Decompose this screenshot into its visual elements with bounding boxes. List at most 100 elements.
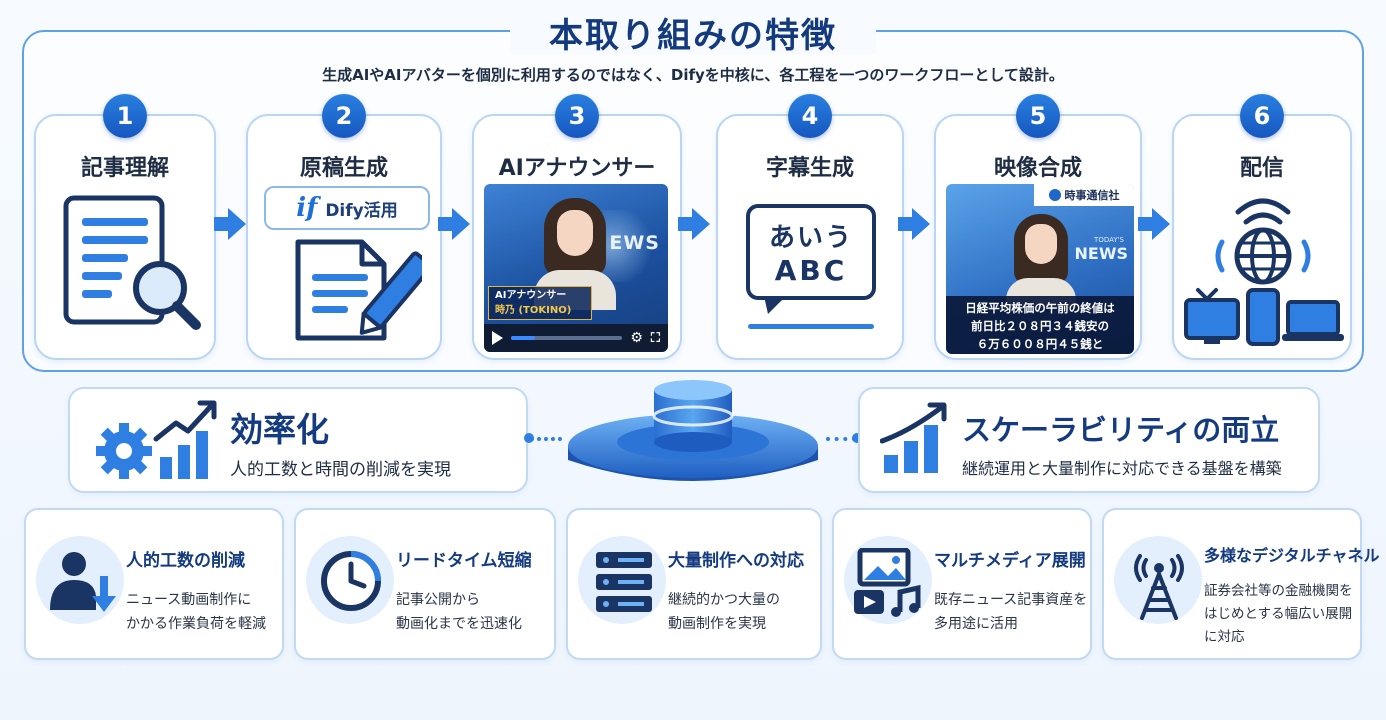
growth-chart-icon	[880, 402, 947, 473]
benefit-desc-line: に対応	[1204, 629, 1245, 645]
benefit-desc: 継続的かつ大量の 動画制作を実現	[668, 588, 780, 636]
server-stack-icon	[596, 552, 652, 612]
title-wrap: 本取り組みの特徴	[510, 10, 876, 56]
benefit-title: 大量制作への対応	[668, 551, 804, 571]
globe-devices-icon	[1184, 198, 1344, 346]
composite-announcer-avatar	[1006, 214, 1076, 308]
gear-chart-icon	[96, 400, 217, 479]
subtitle-speech-bubble-icon: あいう ABC	[746, 204, 876, 314]
benefit-desc-line: 記事公開から	[396, 592, 480, 608]
step-5-card: 5 映像合成 時事通信社 TODAY'S NEWS 日経平均株価の午前の終値は …	[934, 94, 1142, 360]
benefit-title: 人的工数の削減	[126, 551, 245, 571]
efficiency-card: 効率化 人的工数と時間の削減を実現	[68, 387, 528, 493]
benefit-desc: 証券会社等の金融機関を はじめとする幅広い展開 に対応	[1204, 580, 1353, 649]
document-magnifier-icon	[63, 195, 201, 330]
benefit-card-labor: 人的工数の削減 ニュース動画制作に かかる作業負荷を軽減	[24, 508, 284, 660]
media-icon	[854, 548, 921, 617]
benefit-card-leadtime: リードタイム短縮 記事公開から 動画化までを迅速化	[294, 508, 556, 660]
screen-todays-text: TODAY'S	[1094, 236, 1124, 244]
connector-right	[826, 437, 856, 441]
benefit-card-volume: 大量制作への対応 継続的かつ大量の 動画制作を実現	[566, 508, 822, 660]
step-4-number: 4	[788, 94, 832, 138]
fullscreen-icon[interactable]: ⛶	[650, 330, 660, 346]
screen-news-text: NEWS	[1074, 244, 1129, 263]
step-3-number: 3	[555, 94, 599, 138]
bubble-underline	[748, 324, 874, 329]
benefit-desc: ニュース動画制作に かかる作業負荷を軽減	[126, 588, 266, 636]
flow-arrow-2	[438, 208, 470, 240]
bubble-line2: ABC	[774, 254, 848, 287]
announcer-caption: AIアナウンサー 時乃 (TOKINO)	[488, 286, 592, 320]
step-2-number: 2	[322, 94, 366, 138]
step-1-number: 1	[103, 94, 147, 138]
broadcaster-logo: 時事通信社	[1034, 184, 1134, 206]
settings-gear-icon[interactable]: ⚙	[630, 330, 643, 346]
news-caption-line2: 前日比２０８円３４銭安の	[971, 319, 1109, 333]
step-2-card: 2 原稿生成 if Dify活用	[246, 94, 442, 360]
news-subtitle-caption: 日経平均株価の午前の終値は 前日比２０８円３４銭安の ６万６００８円４５銭と	[946, 296, 1134, 354]
benefit-title: マルチメディア展開	[934, 551, 1086, 571]
benefit-desc-line: 既存ニュース記事資産を	[934, 592, 1088, 608]
person-down-icon	[50, 552, 116, 612]
connector-right-dot	[852, 433, 862, 443]
benefit-card-multimedia: マルチメディア展開 既存ニュース記事資産を 多用途に活用	[832, 508, 1092, 660]
benefit-desc-line: 継続的かつ大量の	[668, 592, 780, 608]
step-5-label: 映像合成	[993, 156, 1082, 181]
video-progress-fill	[511, 336, 536, 340]
step-3-label: AIアナウンサー	[498, 156, 656, 181]
benefit-desc-line: ニュース動画制作に	[126, 592, 252, 608]
connector-left	[530, 437, 562, 441]
document-pencil-icon	[295, 239, 422, 341]
efficiency-desc: 人的工数と時間の削減を実現	[230, 460, 451, 480]
step-4-label: 字幕生成	[765, 156, 854, 181]
video-progress-bar[interactable]	[511, 336, 623, 340]
news-caption-line3: ６万６００８円４５銭と	[976, 337, 1104, 351]
announcer-video-player[interactable]: EWS AIアナウンサー 時乃 (TOKINO) ⚙ ⛶	[484, 184, 668, 352]
step-2-label: 原稿生成	[299, 156, 388, 181]
benefit-card-channels: 多様なデジタルチャネル 証券会社等の金融機関を はじめとする幅広い展開 に対応	[1102, 508, 1380, 660]
benefit-desc-line: 動画制作を実現	[668, 616, 766, 632]
step-6-label: 配信	[1239, 156, 1284, 181]
flow-arrow-1	[214, 208, 246, 240]
antenna-tower-icon	[1134, 554, 1184, 620]
composite-video-frame: 時事通信社 TODAY'S NEWS 日経平均株価の午前の終値は 前日比２０８円…	[946, 184, 1134, 354]
benefit-desc-line: かかる作業負荷を軽減	[126, 616, 266, 632]
benefit-desc: 記事公開から 動画化までを迅速化	[396, 588, 522, 636]
flow-arrow-3	[678, 208, 710, 240]
broadcaster-logo-text: 時事通信社	[1064, 189, 1120, 202]
flow-arrow-5	[1138, 208, 1170, 240]
benefit-desc: 既存ニュース記事資産を 多用途に活用	[934, 588, 1087, 636]
page-title: 本取り組みの特徴	[549, 15, 837, 56]
news-caption-line1: 日経平均株価の午前の終値は	[965, 301, 1115, 315]
dify-badge: if Dify活用	[264, 186, 430, 230]
bubble-line1: あいう	[768, 223, 853, 253]
studio-news-text: EWS	[609, 232, 660, 254]
dify-badge-text: Dify活用	[325, 200, 398, 221]
step-1-label: 記事理解	[80, 156, 169, 181]
benefit-desc-line: 動画化までを迅速化	[396, 616, 522, 632]
step-5-number: 5	[1016, 94, 1060, 138]
step-6-number: 6	[1240, 94, 1284, 138]
step-4-card: 4 字幕生成 あいう ABC	[716, 94, 904, 360]
benefit-title: 多様なデジタルチャネル	[1204, 546, 1380, 565]
benefit-title: リードタイム短縮	[396, 551, 532, 571]
flow-arrow-4	[898, 208, 930, 240]
dify-logo-icon: if	[296, 193, 318, 223]
announcer-caption-line2: 時乃 (TOKINO)	[495, 305, 572, 316]
play-icon[interactable]	[492, 331, 503, 345]
efficiency-title: 効率化	[230, 410, 329, 449]
announcer-avatar	[534, 198, 616, 310]
benefit-desc-line: はじめとする幅広い展開	[1204, 606, 1353, 622]
clock-icon	[321, 551, 381, 611]
scalability-title: スケーラビリティの両立	[962, 413, 1280, 447]
connector-left-dot	[524, 433, 534, 443]
benefit-desc-line: 証券会社等の金融機関を	[1204, 583, 1353, 599]
step-6-card: 6 配信	[1172, 94, 1352, 360]
database-platform-icon	[568, 380, 818, 481]
scalability-card: スケーラビリティの両立 継続運用と大量制作に対応できる基盤を構築	[858, 387, 1320, 493]
benefit-desc-line: 多用途に活用	[934, 616, 1018, 632]
step-1-card: 1 記事理解	[34, 94, 216, 360]
page-subtitle: 生成AIやAIアバターを個別に利用するのではなく、Difyを中核に、各工程を一つ…	[322, 66, 1064, 84]
scalability-desc: 継続運用と大量制作に対応できる基盤を構築	[962, 459, 1282, 478]
announcer-caption-line1: AIアナウンサー	[495, 290, 567, 301]
